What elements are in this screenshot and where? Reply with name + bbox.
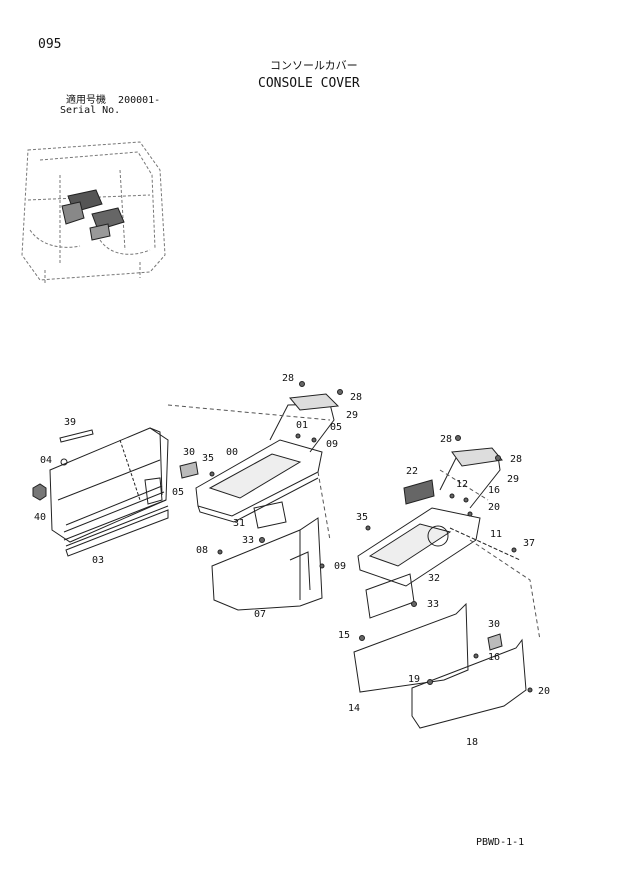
cover-14 xyxy=(353,602,469,693)
callout-39: 39 xyxy=(64,417,76,428)
callout-29: 29 xyxy=(507,474,519,485)
callout-09: 09 xyxy=(334,561,346,572)
callout-22: 22 xyxy=(406,466,418,477)
callout-32: 32 xyxy=(428,573,440,584)
title-japanese: コンソールカバー xyxy=(270,59,358,72)
callout-33: 33 xyxy=(427,599,439,610)
callout-40: 40 xyxy=(34,512,46,523)
serial-label-jp: 適用号機 xyxy=(66,95,106,106)
callout-11: 11 xyxy=(490,529,502,540)
title-english: CONSOLE COVER xyxy=(258,76,360,91)
callout-33: 33 xyxy=(242,535,254,546)
leader-lines xyxy=(167,404,541,641)
console-upper-11 xyxy=(357,447,503,587)
serial-value: 200001- xyxy=(118,95,161,106)
callout-01: 01 xyxy=(296,420,308,431)
callout-37: 37 xyxy=(523,538,535,549)
serial-label-en: Serial No. xyxy=(60,105,121,116)
callout-28: 28 xyxy=(350,392,362,403)
callout-30: 30 xyxy=(488,619,500,630)
callout-35: 35 xyxy=(202,453,214,464)
callout-28: 28 xyxy=(282,373,294,384)
serial-line: 適用号機 200001- xyxy=(66,96,160,106)
console-upper-00 xyxy=(195,393,340,523)
callout-20: 20 xyxy=(488,502,500,513)
callout-04: 04 xyxy=(40,455,52,466)
callout-28: 28 xyxy=(510,454,522,465)
page-number: 095 xyxy=(38,37,62,52)
callout-14: 14 xyxy=(348,703,360,714)
callout-03: 03 xyxy=(92,555,104,566)
callout-08: 08 xyxy=(196,545,208,556)
callout-00: 00 xyxy=(226,447,238,458)
callout-05: 05 xyxy=(330,422,342,433)
callout-31: 31 xyxy=(233,518,245,529)
box-30b xyxy=(487,633,503,651)
fastener-04 xyxy=(60,458,68,466)
callout-18: 18 xyxy=(466,737,478,748)
callout-28: 28 xyxy=(440,434,452,445)
cab-console-highlight xyxy=(61,189,125,241)
switch-22 xyxy=(403,479,435,505)
callout-16: 16 xyxy=(488,652,500,663)
box-30 xyxy=(179,461,199,479)
tray-31 xyxy=(253,501,287,529)
callout-labels: 28 28 29 01 05 09 00 39 04 40 03 30 05 3… xyxy=(34,373,550,748)
callout-29: 29 xyxy=(346,410,358,421)
callout-15: 15 xyxy=(338,630,350,641)
callout-12: 12 xyxy=(456,479,468,490)
callout-05: 05 xyxy=(172,487,184,498)
callout-35: 35 xyxy=(356,512,368,523)
document-code: PBWD-1-1 xyxy=(476,837,525,848)
strip-39 xyxy=(59,429,94,443)
lower-cover-07 xyxy=(211,517,323,611)
callout-09: 09 xyxy=(326,439,338,450)
rod-37 xyxy=(449,527,521,561)
fastener-markers xyxy=(209,381,533,693)
callout-07: 07 xyxy=(254,609,266,620)
cover-18 xyxy=(411,638,527,729)
callout-30: 30 xyxy=(183,447,195,458)
callout-16: 16 xyxy=(488,485,500,496)
side-cover-03 xyxy=(49,427,169,557)
nut-40 xyxy=(32,483,47,501)
callout-19: 19 xyxy=(408,674,420,685)
callout-20: 20 xyxy=(538,686,550,697)
